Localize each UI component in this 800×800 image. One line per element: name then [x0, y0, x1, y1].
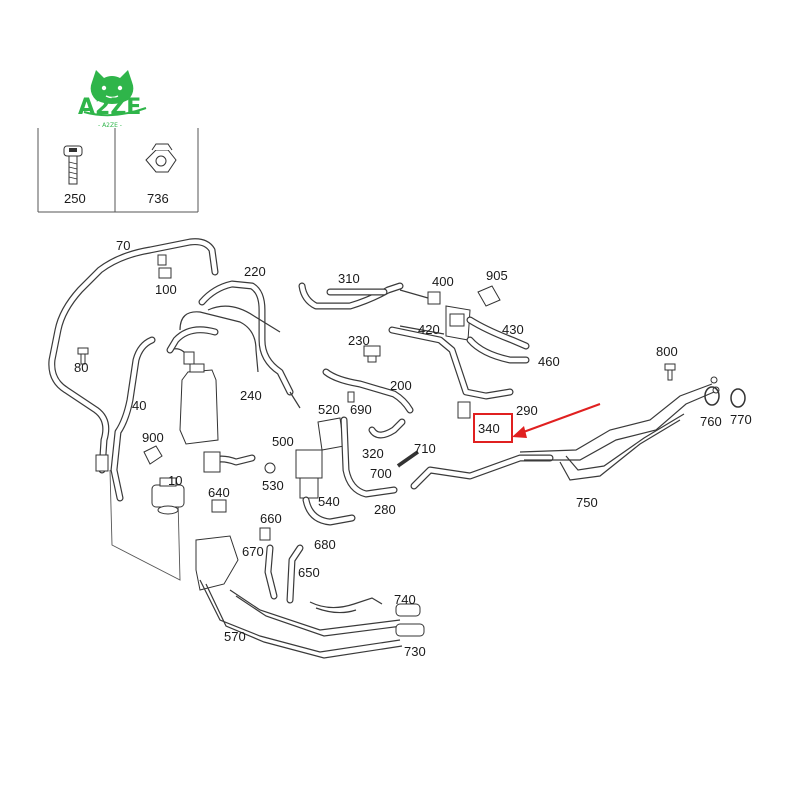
highlight-arrow-line [517, 403, 601, 435]
callout-730: 730 [404, 644, 426, 659]
callout-80: 80 [74, 360, 88, 375]
callout-760: 760 [700, 414, 722, 429]
callout-430: 430 [502, 322, 524, 337]
callout-280: 280 [374, 502, 396, 517]
oring-770-drawing [730, 388, 746, 408]
callout-200: 200 [390, 378, 412, 393]
callout-100: 100 [155, 282, 177, 297]
hose-assembly-drawing [48, 238, 746, 659]
callout-290: 290 [516, 403, 538, 418]
fastener-label-250: 250 [64, 191, 86, 206]
callout-660: 660 [260, 511, 282, 526]
callout-220: 220 [244, 264, 266, 279]
callout-710: 710 [414, 441, 436, 456]
callout-310: 310 [338, 271, 360, 286]
hose-240-drawing [166, 311, 259, 373]
callout-800: 800 [656, 344, 678, 359]
callout-420: 420 [418, 322, 440, 337]
callout-905: 905 [486, 268, 508, 283]
valve-10-drawing [151, 477, 185, 515]
pipe-700-drawing [410, 454, 554, 490]
brand-logo: A2ZE - A2ZE - [78, 70, 147, 129]
highlight-box [473, 413, 513, 443]
cat-logo-icon [83, 70, 147, 117]
callout-520: 520 [318, 402, 340, 417]
hose-460-drawing [466, 336, 530, 364]
oring-760-drawing [704, 386, 720, 406]
screw-80-drawing [77, 347, 89, 365]
hose-200-drawing [322, 368, 414, 414]
bracket-340-drawing [457, 401, 471, 419]
hose-40-drawing [110, 336, 156, 502]
nut-icon [145, 143, 177, 173]
logo-subtext: - A2ZE - [98, 122, 122, 129]
fitting-400-drawing [399, 289, 441, 305]
callout-10: 10 [168, 473, 182, 488]
screw-icon [63, 145, 83, 185]
callout-900: 900 [142, 430, 164, 445]
hose-540-drawing [302, 496, 356, 526]
harness-570-drawing [195, 535, 403, 659]
callout-770: 770 [730, 412, 752, 427]
callout-650: 650 [298, 565, 320, 580]
clip-100-drawing [158, 267, 172, 279]
pipe-750-drawing [519, 376, 720, 481]
callout-570: 570 [224, 629, 246, 644]
pipe-290-drawing [388, 325, 514, 400]
callout-320: 320 [362, 446, 384, 461]
callout-240: 240 [240, 388, 262, 403]
connector-730-drawing [395, 623, 425, 637]
arrow-head-icon [512, 426, 527, 438]
hose-430-drawing [466, 316, 530, 350]
clamp-905-drawing [477, 285, 501, 307]
callout-500: 500 [272, 434, 294, 449]
callout-530: 530 [262, 478, 284, 493]
callout-640: 640 [208, 485, 230, 500]
hose-320-drawing [340, 416, 398, 498]
callout-700: 700 [370, 466, 392, 481]
callout-230: 230 [348, 333, 370, 348]
hose-310-drawing [298, 282, 404, 310]
callout-740: 740 [394, 592, 416, 607]
callout-40: 40 [132, 398, 146, 413]
callout-750: 750 [576, 495, 598, 510]
fitting-530-drawing [264, 462, 276, 474]
bolt-690-drawing [347, 391, 355, 403]
bracket-520-drawing [317, 417, 345, 451]
callout-70: 70 [116, 238, 130, 253]
highlight-callout-340 [473, 403, 601, 443]
callout-460: 460 [538, 354, 560, 369]
hose-70-drawing [48, 238, 219, 474]
clip-710-drawing [396, 450, 421, 469]
hose-curved-drawing [368, 418, 406, 439]
callout-labels: 70 100 220 310 400 905 420 430 460 80 23… [74, 238, 752, 659]
clip-230-drawing [363, 345, 381, 363]
fitting-640-drawing [211, 499, 227, 513]
valve-block-420-drawing [445, 305, 471, 341]
callout-400: 400 [432, 274, 454, 289]
fitting-660-drawing [259, 527, 271, 541]
line-650-drawing [309, 597, 383, 614]
hose-670-drawing [264, 544, 278, 600]
callout-540: 540 [318, 494, 340, 509]
pump-500-drawing [295, 449, 323, 499]
logo-text: A2ZE [78, 95, 141, 120]
fastener-table: 250 736 [37, 128, 199, 213]
callout-690: 690 [350, 402, 372, 417]
callout-670: 670 [242, 544, 264, 559]
hose-220-drawing [198, 280, 301, 409]
callout-340: 340 [478, 421, 500, 436]
fastener-label-736: 736 [147, 191, 169, 206]
screw-800-drawing [664, 363, 676, 381]
hose-hub-drawing [203, 451, 256, 473]
hose-680-drawing [286, 544, 304, 604]
callout-680: 680 [314, 537, 336, 552]
connector-740-drawing [395, 603, 421, 617]
sensor-900-drawing [143, 445, 163, 465]
